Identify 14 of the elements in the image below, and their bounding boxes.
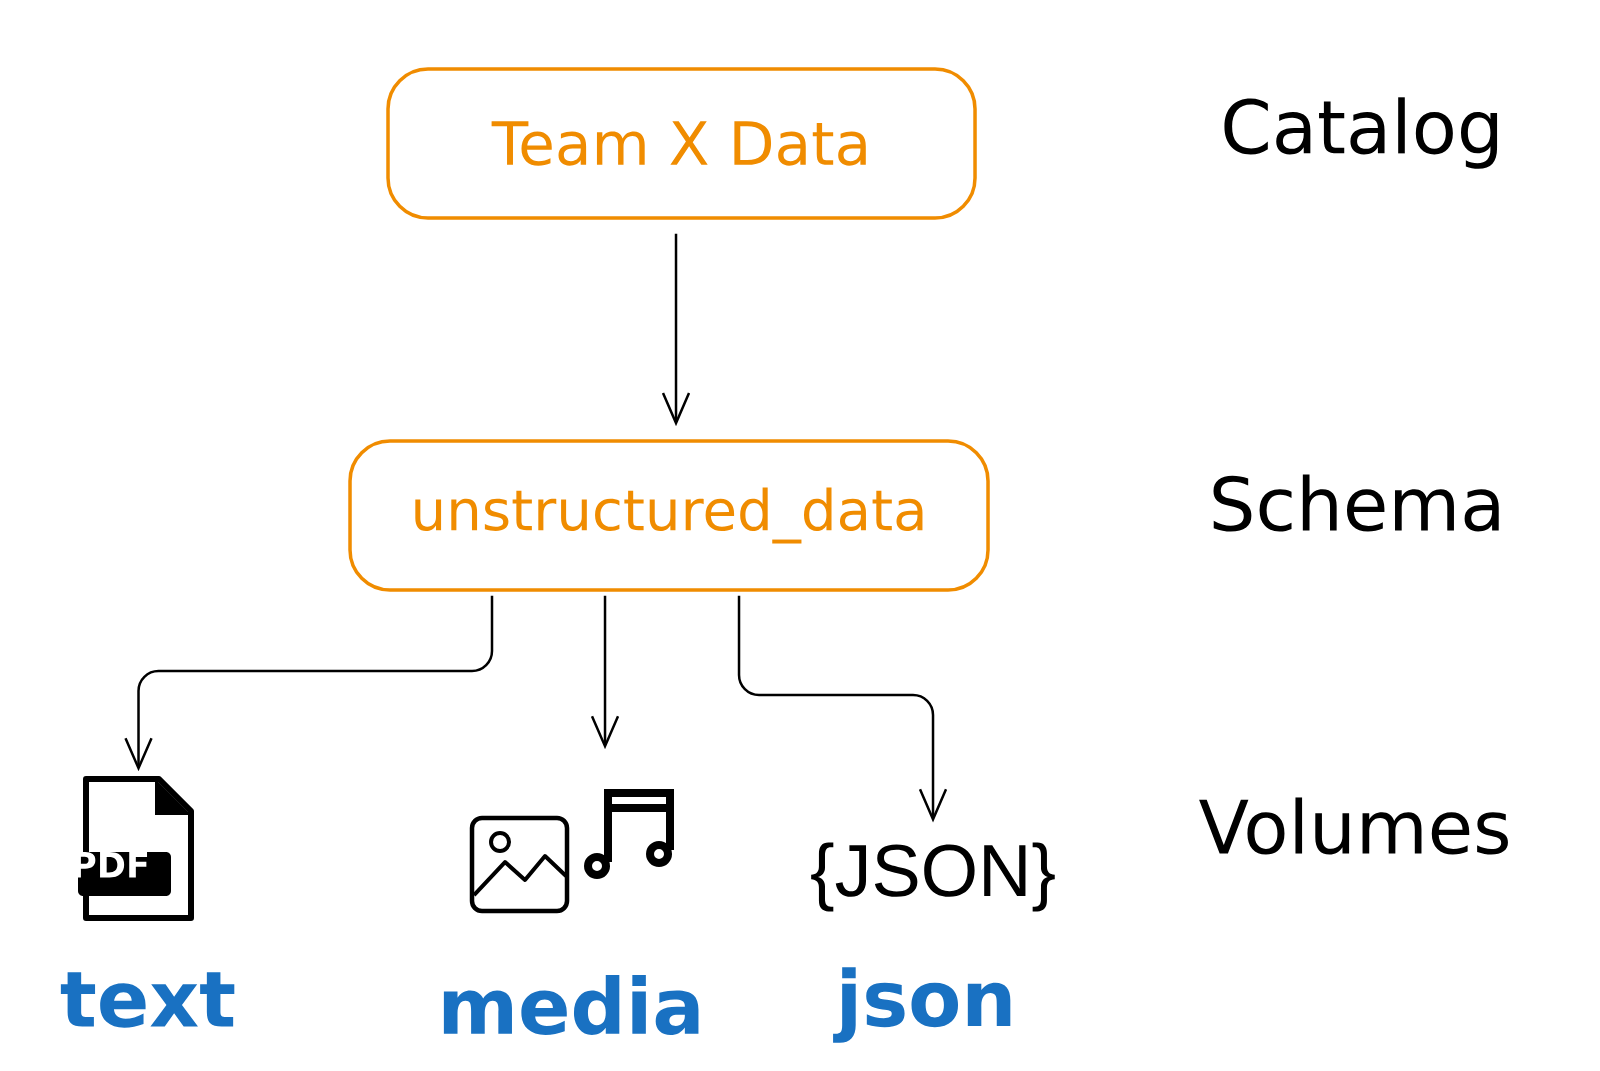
arrow [124,595,494,772]
level-label: Volumes [1199,797,1508,855]
level-label: Catalog [1224,97,1498,169]
arrow [590,595,620,750]
caption-label: media [443,975,699,1035]
caption-label: text [60,972,235,1028]
arrow [661,233,691,427]
rounded-box: Team X Data [386,67,977,220]
media-icon [469,789,674,914]
rounded-box: unstructured_data [348,439,990,592]
json-label: {JSON} [811,842,1055,912]
level-label: Schema [1213,474,1499,532]
caption-label: json [833,967,1011,1043]
arrow [737,595,948,823]
